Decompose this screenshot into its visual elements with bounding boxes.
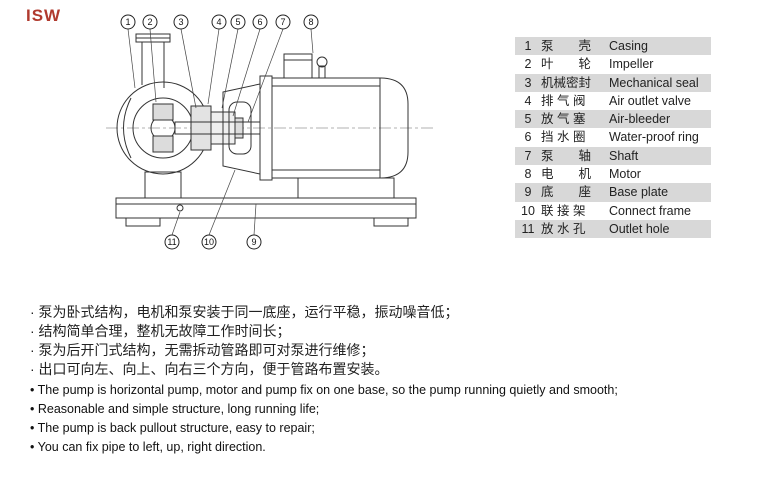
motor (259, 53, 409, 181)
feature-en-line: • The pump is horizontal pump, motor and… (30, 383, 618, 397)
feature-en-line: • You can fix pipe to left, up, right di… (30, 440, 266, 454)
part-number: 10 (521, 203, 535, 218)
lifting-eye (316, 56, 328, 79)
part-number: 9 (524, 185, 532, 200)
callout-label-11: 11 (167, 237, 176, 247)
callout-label-3: 3 (178, 17, 183, 27)
part-name-en: Base plate (609, 185, 669, 200)
part-name-cn: 联 接 架 (541, 203, 586, 218)
table-row: 11 放 水 孔 Outlet hole (515, 219, 711, 239)
callout-balloon-7 (275, 14, 291, 30)
callout-balloon-10 (201, 234, 217, 250)
part-name-cn: 机械密封 (541, 75, 592, 90)
features-en: • The pump is horizontal pump, motor and… (30, 381, 618, 457)
part-number: 4 (524, 93, 532, 108)
callout-label-9: 9 (251, 237, 256, 247)
part-number: 5 (524, 112, 532, 127)
callout-label-6: 6 (257, 17, 262, 27)
part-name-cn: 挡 水 圈 (541, 130, 586, 145)
part-name-cn: 排 气 阀 (541, 93, 586, 108)
impeller (152, 103, 174, 153)
callout-balloon-2 (142, 14, 158, 30)
feature-en-line: • The pump is back pullout structure, ea… (30, 421, 315, 435)
part-number: 7 (524, 148, 532, 163)
callout-leaders (127, 28, 314, 236)
table-row: 5 放 气 塞 Air-bleeder (515, 110, 711, 129)
part-number: 8 (524, 167, 532, 182)
part-number: 6 (524, 130, 532, 145)
feature-en-line: • Reasonable and simple structure, long … (30, 402, 320, 416)
outlet-hole (176, 204, 184, 212)
table-row: 2 叶 轮 Impeller (515, 55, 711, 73)
part-name-cn: 叶 轮 (541, 57, 592, 72)
callout-balloon-11 (164, 234, 180, 250)
part-name-en: Air outlet valve (609, 93, 691, 108)
callout-label-1: 1 (125, 17, 130, 27)
part-name-en: Air-bleeder (609, 112, 671, 127)
parts-table: 1 泵 壳 Casing 2 叶 轮 Impeller 3 机械密封 Mecha… (515, 37, 711, 239)
part-number: 3 (524, 75, 532, 90)
callout-balloon-3 (173, 14, 189, 30)
callout-label-4: 4 (216, 17, 221, 27)
part-name-en: Motor (609, 167, 641, 182)
part-number: 11 (521, 221, 535, 236)
part-number: 2 (524, 57, 532, 72)
mechanical-seal (190, 105, 244, 151)
callout-balloon-5 (230, 14, 246, 30)
part-name-en: Casing (609, 39, 648, 53)
table-row: 8 电 机 Motor (515, 165, 711, 183)
table-row: 3 机械密封 Mechanical seal (515, 73, 711, 92)
callout-label-8: 8 (308, 17, 313, 27)
feature-cn-line: · 泵为卧式结构，电机和泵安装于同一底座，运行平稳，振动噪音低； (30, 304, 459, 320)
table-row: 4 排 气 阀 Air outlet valve (515, 92, 711, 110)
callout-label-5: 5 (235, 17, 240, 27)
pump-foot (144, 171, 182, 199)
table-row: 10 联 接 架 Connect frame (515, 202, 711, 220)
features-cn: · 泵为卧式结构，电机和泵安装于同一底座，运行平稳，振动噪音低； · 结构简单合… (30, 303, 459, 379)
part-name-en: Mechanical seal (609, 75, 699, 90)
feature-cn-line: · 泵为后开门式结构，无需拆动管路即可对泵进行维修； (30, 342, 375, 358)
brand-title: ISW (26, 6, 62, 25)
callout-balloon-6 (252, 14, 268, 30)
callout-balloon-1 (120, 14, 136, 30)
pump-diagram: 1 2 3 4 5 6 7 8 11 10 (98, 8, 443, 250)
base-plate (115, 197, 417, 227)
pump-diagram-svg: 1 2 3 4 5 6 7 8 11 10 (106, 14, 436, 250)
callout-label-7: 7 (280, 17, 285, 27)
part-name-cn: 电 机 (541, 167, 592, 182)
part-number: 1 (524, 39, 532, 53)
part-name-cn: 泵 轴 (541, 148, 592, 163)
part-name-cn: 底 座 (541, 185, 592, 200)
part-name-cn: 泵 壳 (541, 39, 592, 53)
part-name-cn: 放 气 塞 (541, 112, 586, 127)
part-name-en: Shaft (609, 148, 639, 163)
callout-balloon-8 (303, 14, 319, 30)
motor-foot (297, 177, 395, 199)
callout-balloon-4 (211, 14, 227, 30)
feature-cn-line: · 出口可向左、向上、向右三个方向，便于管路布置安装。 (30, 361, 389, 377)
table-row: 9 底 座 Base plate (515, 183, 711, 202)
table-row: 7 泵 轴 Shaft (515, 146, 711, 166)
callout-label-2: 2 (147, 17, 152, 27)
part-name-en: Outlet hole (609, 221, 670, 236)
callout-balloons: 1 2 3 4 5 6 7 8 11 10 (120, 14, 319, 250)
part-name-en: Water-proof ring (609, 130, 699, 145)
part-name-en: Connect frame (609, 203, 691, 218)
part-name-cn: 放 水 孔 (541, 221, 586, 236)
feature-cn-line: · 结构简单合理，整机无故障工作时间长； (30, 323, 291, 339)
table-row: 6 挡 水 圈 Water-proof ring (515, 128, 711, 146)
part-name-en: Impeller (609, 57, 654, 72)
callout-label-10: 10 (204, 237, 214, 247)
table-row: 1 泵 壳 Casing (515, 37, 711, 56)
callout-balloon-9 (246, 234, 262, 250)
